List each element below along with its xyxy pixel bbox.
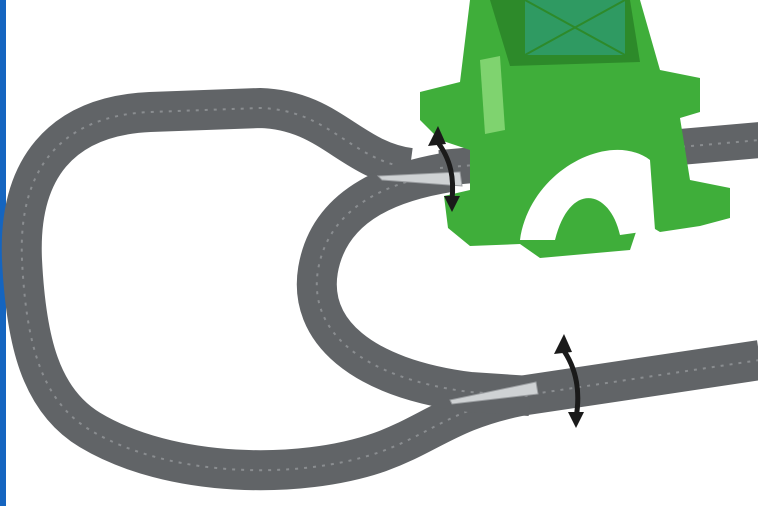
track-drawing bbox=[0, 0, 758, 506]
track-layout-illustration bbox=[0, 0, 758, 506]
